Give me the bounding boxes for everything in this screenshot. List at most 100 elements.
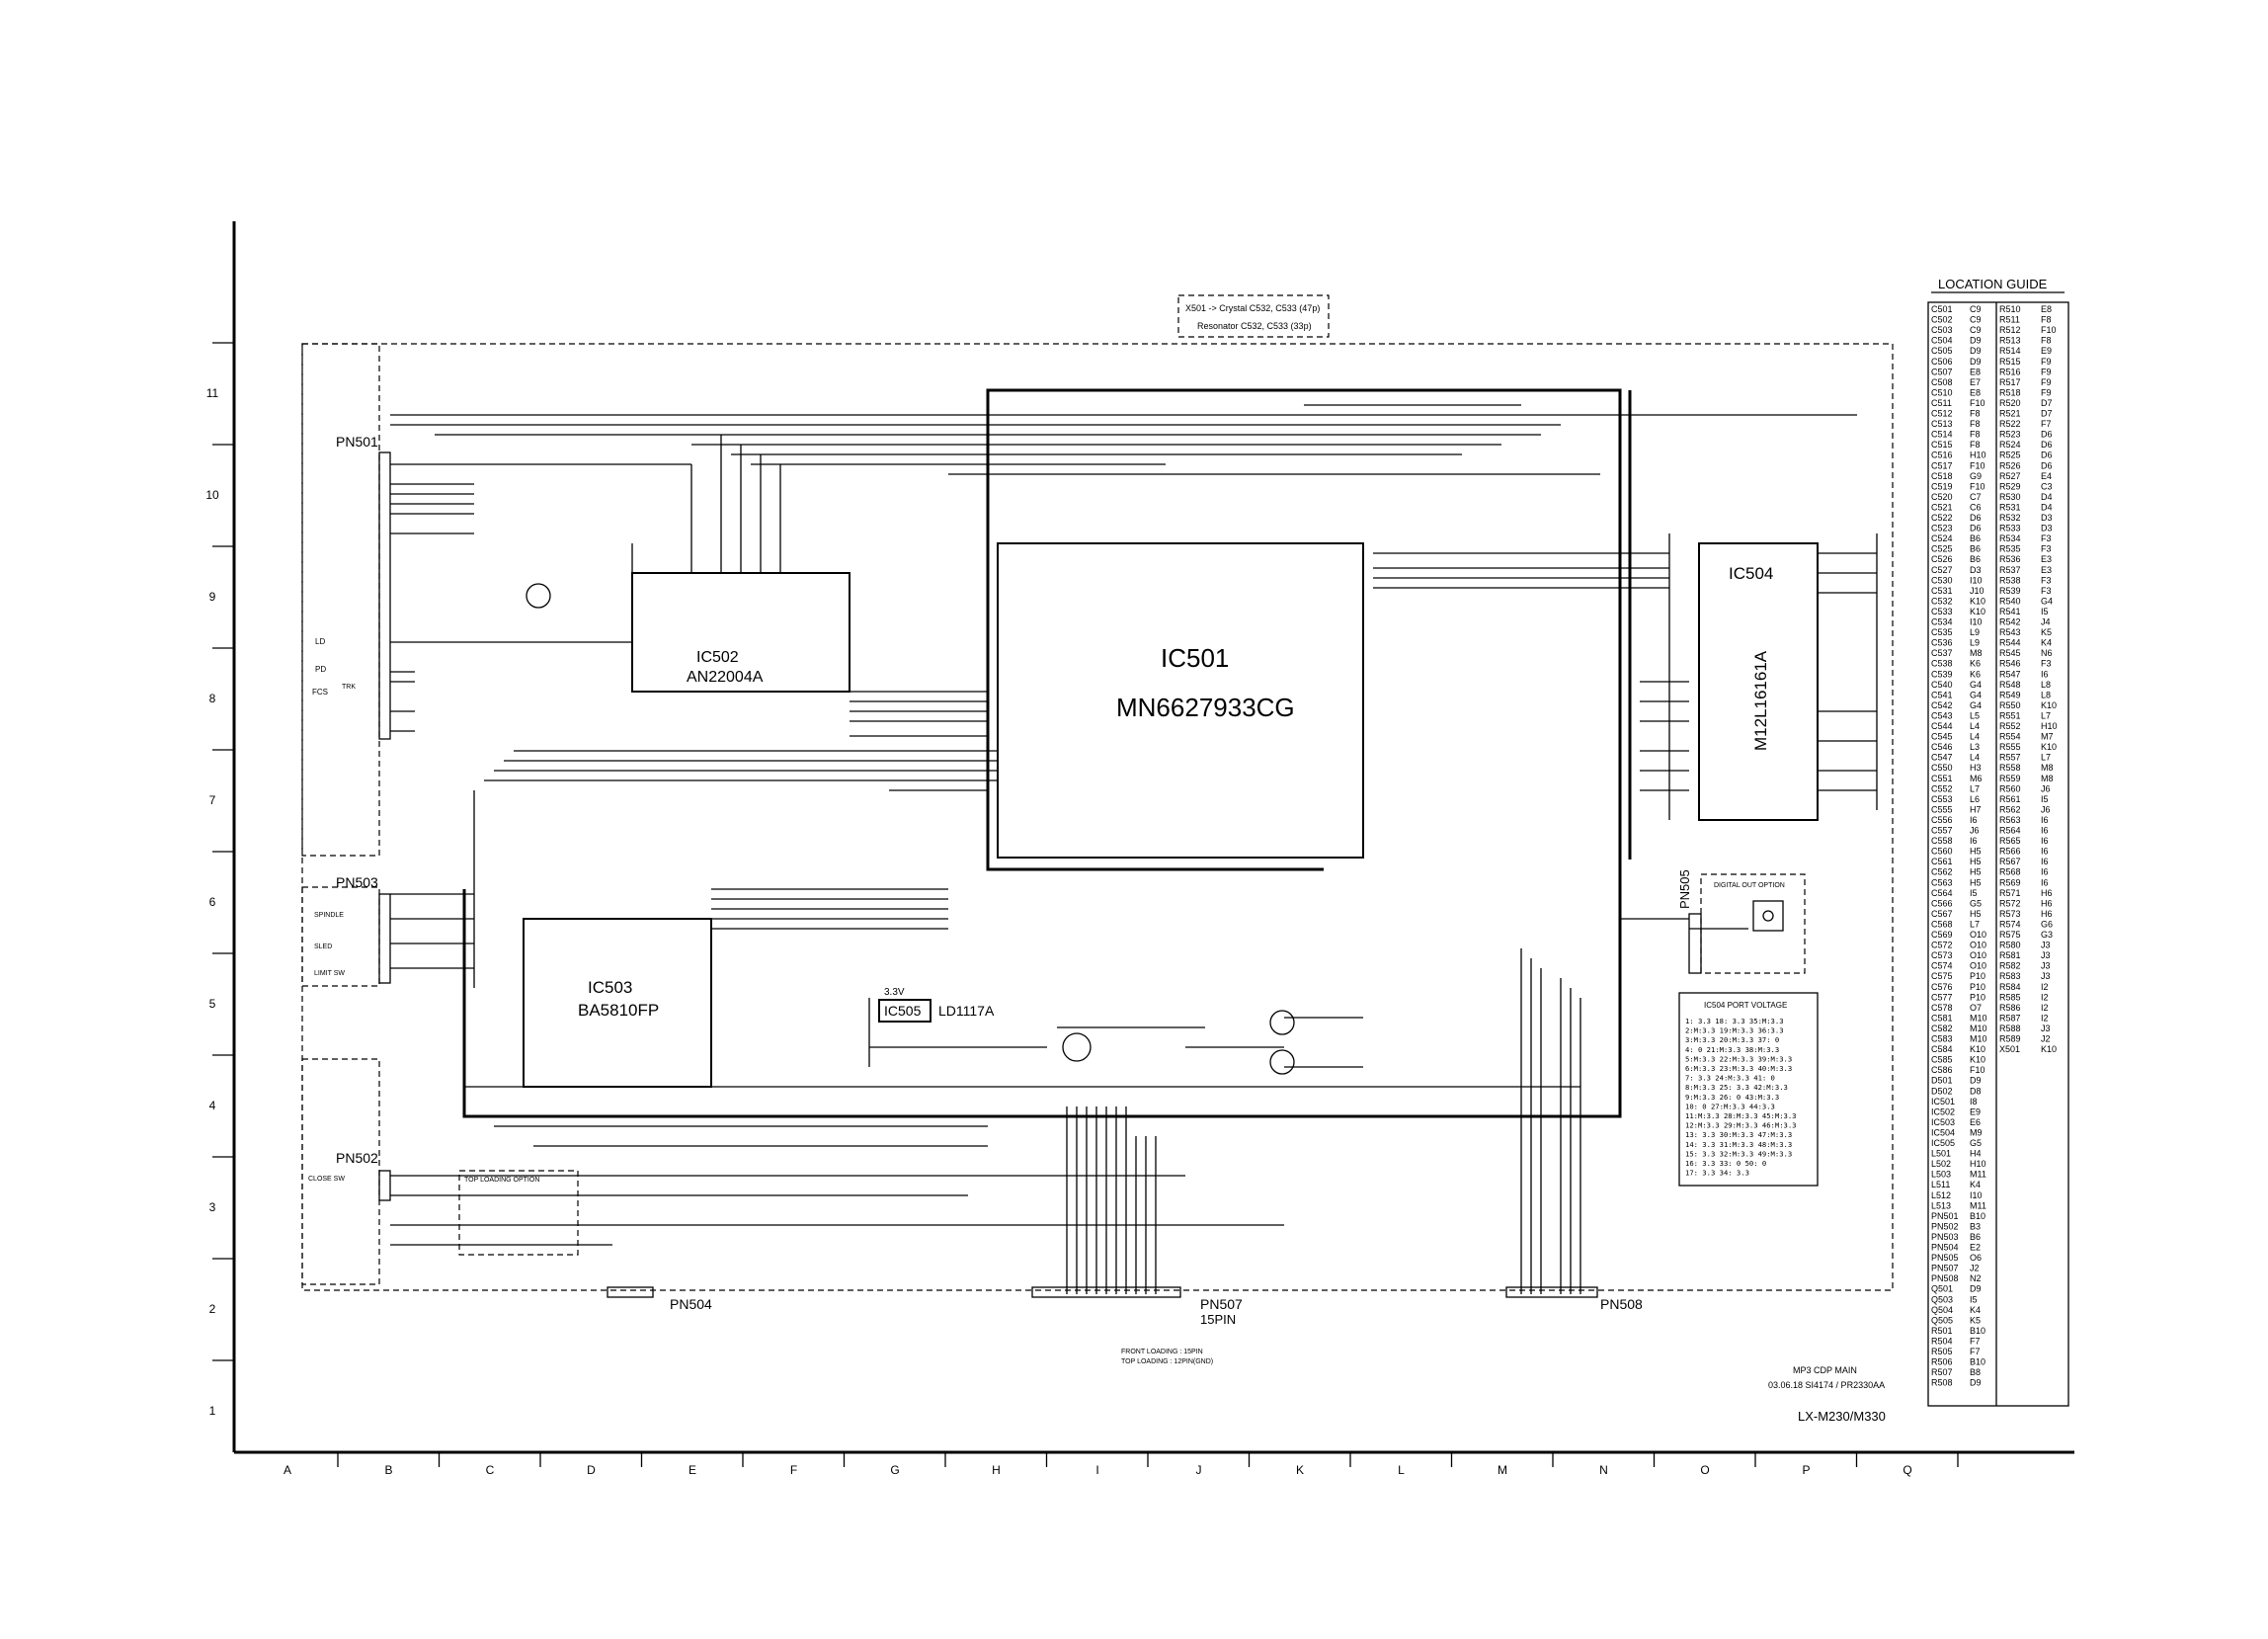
lg-left-ref: C533 — [1931, 607, 1953, 616]
lg-left-loc: L5 — [1970, 710, 1980, 720]
lg-left-loc: F10 — [1970, 1065, 1985, 1075]
lg-left-loc: L6 — [1970, 794, 1980, 804]
connector-pn503: PN503 SPINDLE SLED LIMIT SW — [314, 874, 391, 984]
lg-right-loc: D3 — [2041, 524, 2053, 533]
lg-left-ref: PN504 — [1931, 1243, 1959, 1253]
lg-left-loc: J2 — [1970, 1264, 1980, 1273]
pn503-label: PN503 — [336, 874, 378, 890]
lg-left-ref: PN505 — [1931, 1253, 1959, 1263]
limit-sw-label: LIMIT SW — [314, 970, 345, 977]
ic505-voltage: 3.3V — [884, 987, 905, 998]
row-number: 11 — [206, 386, 219, 400]
lg-right-ref: R552 — [1999, 721, 2021, 731]
lg-left-loc: I10 — [1970, 575, 1983, 585]
ic501-ref: IC501 — [1161, 643, 1229, 673]
row-number: 9 — [209, 590, 216, 604]
lg-right-loc: N6 — [2041, 648, 2053, 658]
lg-left-loc: D8 — [1970, 1086, 1982, 1096]
lg-left-ref: C513 — [1931, 419, 1953, 429]
lg-left-ref: C563 — [1931, 877, 1953, 887]
lg-left-ref: IC501 — [1931, 1097, 1955, 1106]
lg-left-ref: C566 — [1931, 898, 1953, 908]
lg-left-ref: R506 — [1931, 1357, 1953, 1367]
lg-right-loc: D7 — [2041, 398, 2053, 408]
lg-left-ref: C514 — [1931, 430, 1953, 440]
port-voltage-table: IC504 PORT VOLTAGE 1: 3.3 18: 3.3 35:M:3… — [1678, 992, 1819, 1187]
lg-left-ref: C545 — [1931, 732, 1953, 742]
ic504-part: M12L16161A — [1751, 650, 1770, 751]
ic502-ref: IC502 — [696, 649, 739, 666]
lg-right-loc: L8 — [2041, 690, 2051, 699]
lg-right-loc: J2 — [2041, 1034, 2051, 1044]
port-voltage-row: 7: 3.3 24:M:3.3 41: 0 — [1685, 1074, 1775, 1083]
lg-left-loc: G4 — [1970, 680, 1982, 690]
lg-right-ref: R524 — [1999, 440, 2021, 450]
title-line2: 03.06.18 SI4174 / PR2330AA — [1768, 1380, 1885, 1390]
lg-right-loc: D6 — [2041, 430, 2053, 440]
lg-left-loc: C9 — [1970, 304, 1982, 314]
lg-left-ref: C510 — [1931, 387, 1953, 397]
column-letter: O — [1700, 1463, 1709, 1477]
wiring — [390, 388, 1878, 1294]
lg-right-ref: R563 — [1999, 815, 2021, 825]
pn507-sub: 15PIN — [1200, 1312, 1236, 1327]
lg-right-ref: R541 — [1999, 607, 2021, 616]
lg-left-ref: PN508 — [1931, 1273, 1959, 1283]
lg-left-loc: M10 — [1970, 1034, 1987, 1044]
lg-left-ref: IC505 — [1931, 1138, 1955, 1148]
lg-left-ref: C502 — [1931, 315, 1953, 325]
lg-left-ref: R501 — [1931, 1326, 1953, 1336]
lg-right-ref: R513 — [1999, 336, 2021, 346]
lg-left-loc: G4 — [1970, 690, 1982, 699]
lg-left-loc: E6 — [1970, 1117, 1981, 1127]
lg-right-ref: R540 — [1999, 596, 2021, 606]
switch-area — [301, 1058, 380, 1285]
ic503-part: BA5810FP — [578, 1001, 659, 1020]
lg-left-loc: M8 — [1970, 648, 1983, 658]
lg-left-ref: PN507 — [1931, 1264, 1959, 1273]
lg-right-loc: D6 — [2041, 440, 2053, 450]
lg-left-loc: G4 — [1970, 700, 1982, 710]
connector-pn504: PN504 — [607, 1286, 712, 1312]
lg-right-loc: I5 — [2041, 794, 2049, 804]
lg-right-loc: K4 — [2041, 638, 2052, 648]
lg-left-ref: C525 — [1931, 544, 1953, 554]
lg-left-loc: I5 — [1970, 888, 1978, 898]
lg-left-ref: C538 — [1931, 659, 1953, 669]
lg-right-ref: R545 — [1999, 648, 2021, 658]
column-letter: P — [1802, 1463, 1810, 1477]
lg-right-loc: F8 — [2041, 336, 2052, 346]
lg-left-loc: M11 — [1970, 1170, 1986, 1180]
lg-right-ref: R583 — [1999, 971, 2021, 981]
lg-left-ref: C532 — [1931, 596, 1953, 606]
lg-left-loc: P10 — [1970, 971, 1985, 981]
lg-right-ref: X501 — [1999, 1044, 2020, 1054]
pn504-label: PN504 — [670, 1296, 712, 1312]
lg-right-loc: E8 — [2041, 304, 2052, 314]
lg-left-loc: D9 — [1970, 336, 1982, 346]
column-letter: E — [688, 1463, 696, 1477]
port-voltage-row: 12:M:3.3 29:M:3.3 46:M:3.3 — [1685, 1121, 1797, 1130]
column-letter: D — [587, 1463, 596, 1477]
lg-right-ref: R555 — [1999, 742, 2021, 752]
lg-right-ref: R518 — [1999, 387, 2021, 397]
ld-label: LD — [315, 637, 325, 646]
lg-left-ref: C516 — [1931, 451, 1953, 460]
lg-right-ref: R588 — [1999, 1024, 2021, 1033]
lg-left-ref: C582 — [1931, 1024, 1953, 1033]
lg-right-ref: R582 — [1999, 961, 2021, 971]
connector-pn501: PN501 LD PD FCS TRK — [312, 434, 391, 740]
lg-left-ref: C581 — [1931, 1013, 1953, 1023]
lg-right-loc: I2 — [2041, 1013, 2049, 1023]
lg-left-loc: C6 — [1970, 502, 1982, 512]
lg-left-ref: C536 — [1931, 638, 1953, 648]
lg-left-ref: C562 — [1931, 867, 1953, 877]
lg-right-ref: R561 — [1999, 794, 2021, 804]
lg-left-ref: Q503 — [1931, 1294, 1953, 1304]
front-loading-note: FRONT LOADING : 15PIN — [1121, 1349, 1203, 1355]
lg-right-ref: R550 — [1999, 700, 2021, 710]
lg-left-ref: R505 — [1931, 1347, 1953, 1356]
lg-left-ref: C569 — [1931, 930, 1953, 940]
